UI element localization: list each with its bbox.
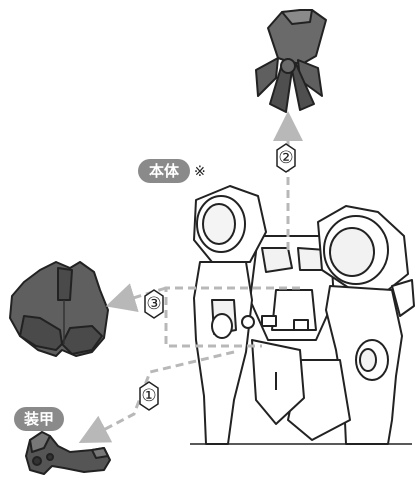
label-armor: 装甲 (14, 407, 64, 431)
step-badge-shape-3 (144, 289, 164, 319)
chest-ribbon-part (255, 9, 327, 113)
step-2-label: ② (278, 148, 294, 168)
step-badge-shape-2 (276, 143, 296, 173)
step-1-label: ① (141, 386, 157, 406)
armor-part (25, 431, 111, 475)
label-body: 本体 (138, 159, 190, 183)
note-mark: ※ (194, 164, 206, 180)
step-3-label: ③ (146, 294, 162, 314)
step-badge-shape-1 (139, 381, 159, 411)
back-armor-part (9, 261, 109, 357)
arrow-step-3 (105, 283, 300, 348)
main-body (190, 185, 415, 445)
